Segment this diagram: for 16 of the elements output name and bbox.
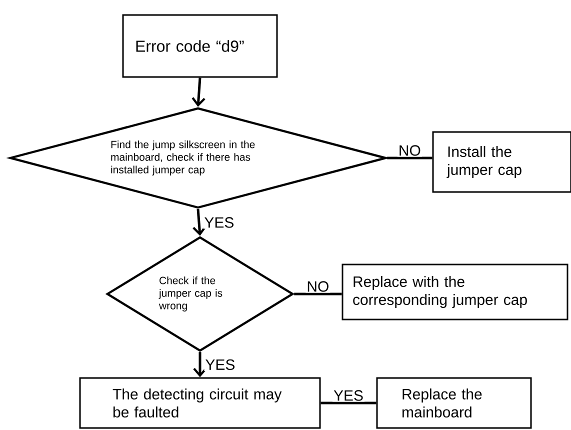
process-box: The detecting circuit may be faulted bbox=[79, 377, 321, 429]
arrow bbox=[192, 78, 206, 107]
edge-label: YES bbox=[203, 216, 236, 229]
connector-line bbox=[387, 156, 432, 160]
process-box: Replace with the corresponding jumper cap bbox=[342, 264, 568, 320]
connector-line bbox=[320, 402, 376, 404]
connector-line bbox=[294, 292, 342, 296]
process-box: Install the jumper cap bbox=[432, 131, 571, 193]
edge-label: NO bbox=[306, 280, 330, 293]
arrow bbox=[193, 352, 207, 378]
edge-label: YES bbox=[204, 358, 236, 371]
process-box: Error code “d9” bbox=[122, 14, 278, 78]
arrow bbox=[192, 209, 206, 236]
edge-label: NO bbox=[397, 144, 422, 157]
edge-label: YES bbox=[332, 389, 364, 402]
process-box: Replace the mainboard bbox=[376, 377, 532, 429]
